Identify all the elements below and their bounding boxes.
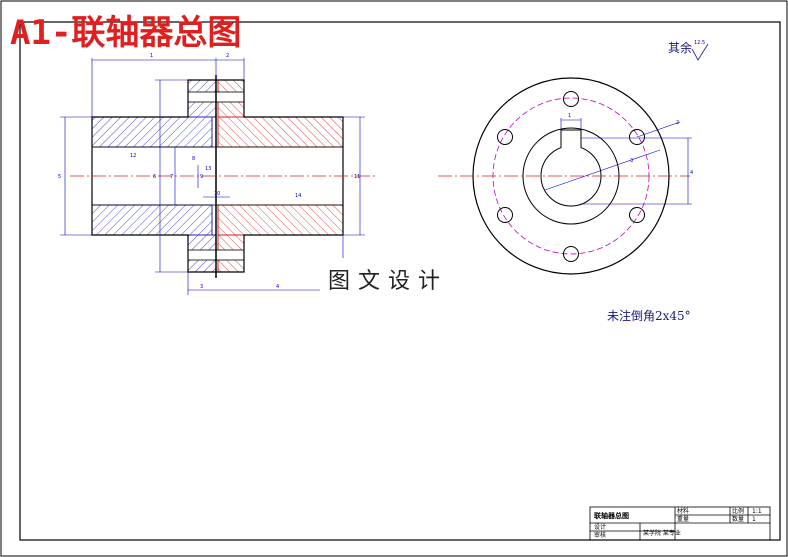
roughness-note: 其余 12.5	[668, 40, 709, 61]
title-block	[589, 506, 771, 541]
bolt-hole-4	[563, 246, 579, 262]
tb-qty-value: 1	[752, 516, 756, 523]
right-hub-bottom	[217, 204, 344, 236]
left-hub-top	[91, 116, 213, 148]
tb-checker: 审核	[594, 531, 606, 539]
tb-cell-a: 材料	[677, 507, 689, 515]
tb-scale-label: 比例	[732, 507, 744, 515]
bolt-hole-6	[497, 129, 513, 145]
svg-text:4: 4	[690, 170, 693, 176]
svg-text:13: 13	[205, 166, 211, 172]
svg-text:2: 2	[676, 120, 679, 126]
svg-text:其余: 其余	[668, 40, 692, 55]
svg-text:1: 1	[568, 113, 571, 119]
svg-text:10: 10	[214, 191, 220, 197]
bolt-hole-5	[497, 207, 513, 223]
tb-qty-label: 数量	[732, 515, 744, 523]
svg-text:2: 2	[226, 53, 229, 59]
svg-text:1: 1	[150, 53, 153, 59]
drawing-title: A1-联轴器总图	[10, 13, 241, 53]
watermark-text: 图文设计	[328, 269, 448, 294]
tb-drawing-name: 联轴器总图	[594, 511, 629, 520]
drawing-frame	[19, 21, 781, 541]
front-view: 1 2 3 4	[438, 77, 693, 275]
side-section-view: 1 2 3 4 5 6 7 8 9 10 11 12 13 14	[58, 53, 375, 295]
svg-text:12: 12	[130, 153, 136, 159]
svg-text:8: 8	[192, 156, 195, 162]
svg-text:4: 4	[276, 284, 279, 290]
left-hub-bottom	[91, 204, 213, 236]
tb-designer: 设计	[594, 523, 606, 531]
right-hub-top	[217, 116, 344, 148]
bolt-hole-2	[629, 129, 645, 145]
tb-cell-b: 重量	[677, 515, 689, 523]
bolt-hole-3	[629, 207, 645, 223]
tb-scale-value: 1:1	[752, 508, 762, 515]
tb-school: 某学院 某专业	[643, 529, 681, 537]
watermark-box	[320, 258, 470, 298]
svg-text:3: 3	[630, 158, 633, 164]
svg-text:3: 3	[200, 284, 203, 290]
svg-text:7: 7	[170, 174, 173, 180]
svg-text:9: 9	[200, 174, 203, 180]
chamfer-note: 未注倒角2x45°	[607, 308, 691, 323]
svg-text:12.5: 12.5	[694, 40, 705, 46]
svg-text:5: 5	[58, 174, 61, 180]
svg-text:6: 6	[153, 174, 156, 180]
svg-text:14: 14	[295, 193, 301, 199]
bolt-hole-1	[563, 91, 579, 107]
keyway	[560, 129, 582, 148]
svg-text:11: 11	[354, 174, 360, 180]
